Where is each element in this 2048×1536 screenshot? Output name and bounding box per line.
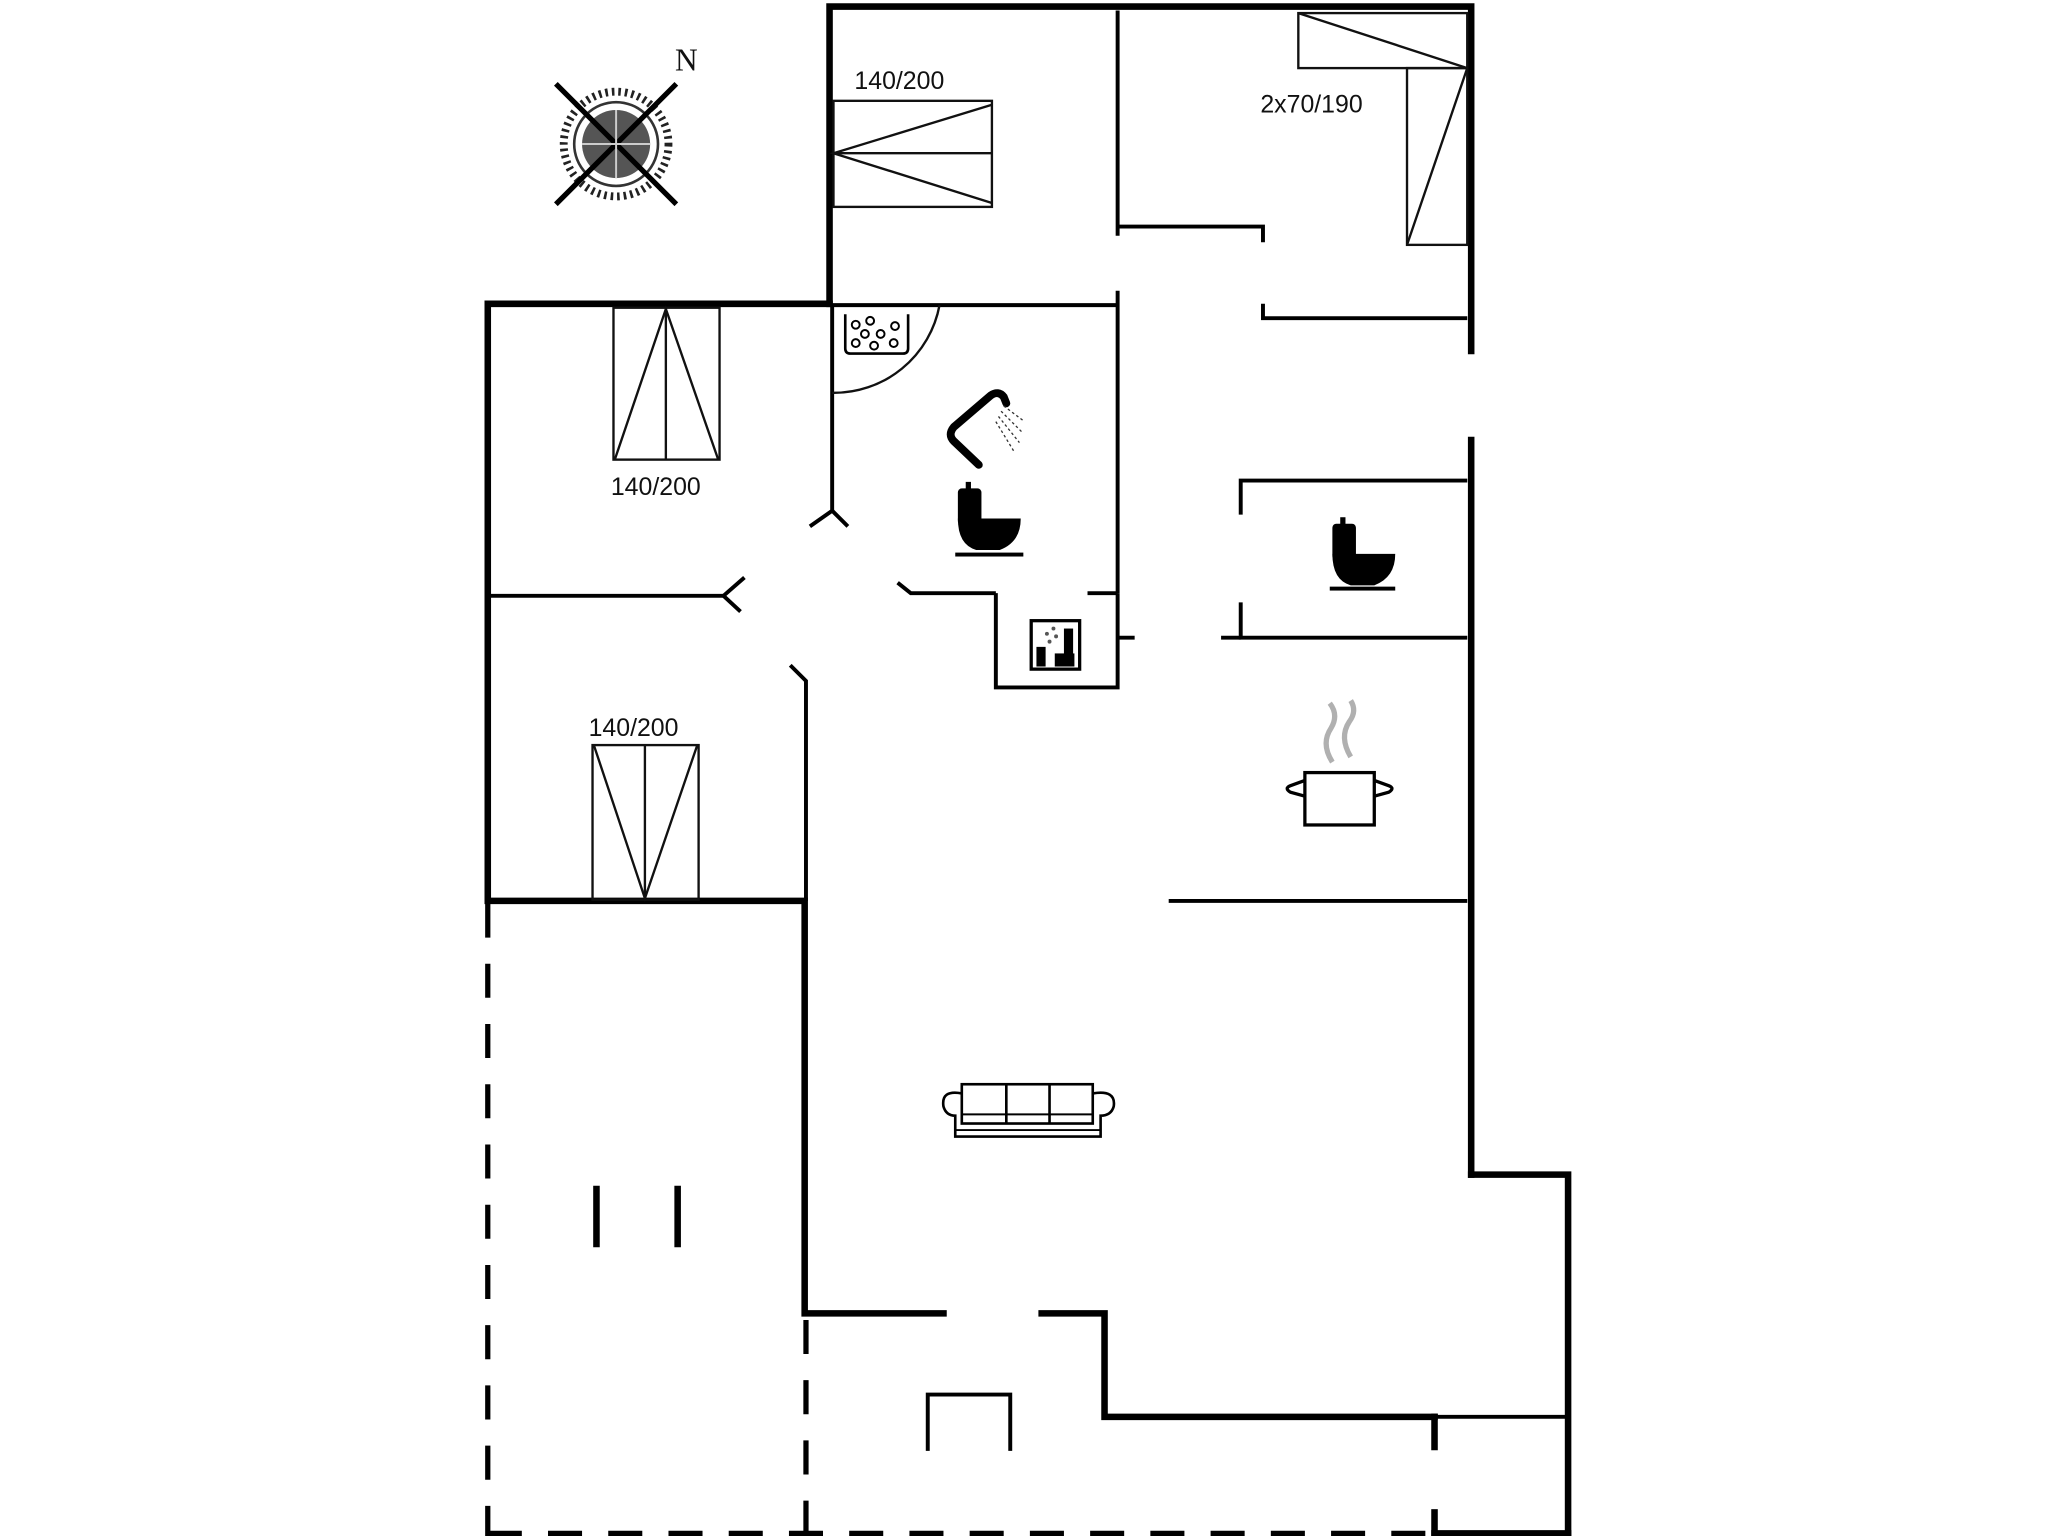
sofa-icon bbox=[941, 1082, 1116, 1138]
bed-west-upper bbox=[612, 305, 721, 461]
interior-walls bbox=[490, 10, 1468, 903]
bed-northeast bbox=[1297, 11, 1469, 247]
bed-label-north: 140/200 bbox=[854, 67, 944, 95]
whirlpool-icon bbox=[843, 314, 910, 355]
bed-north bbox=[829, 99, 994, 209]
toilet-icon bbox=[955, 481, 1024, 557]
shower-icon bbox=[946, 389, 1026, 469]
bed-label-west-lower: 140/200 bbox=[589, 714, 679, 742]
bed-west-lower bbox=[591, 743, 700, 902]
sauna-icon bbox=[1029, 619, 1082, 671]
outer-walls bbox=[484, 3, 1572, 1536]
wc-toilet-icon bbox=[1329, 517, 1396, 591]
bed-label-northeast: 2x70/190 bbox=[1260, 91, 1362, 119]
bed-label-west-upper: 140/200 bbox=[611, 473, 701, 501]
terrace-outline bbox=[485, 903, 1435, 1536]
compass-rose-icon bbox=[554, 81, 679, 207]
cooking-pot-icon bbox=[1285, 699, 1394, 827]
north-label: N bbox=[675, 43, 698, 78]
